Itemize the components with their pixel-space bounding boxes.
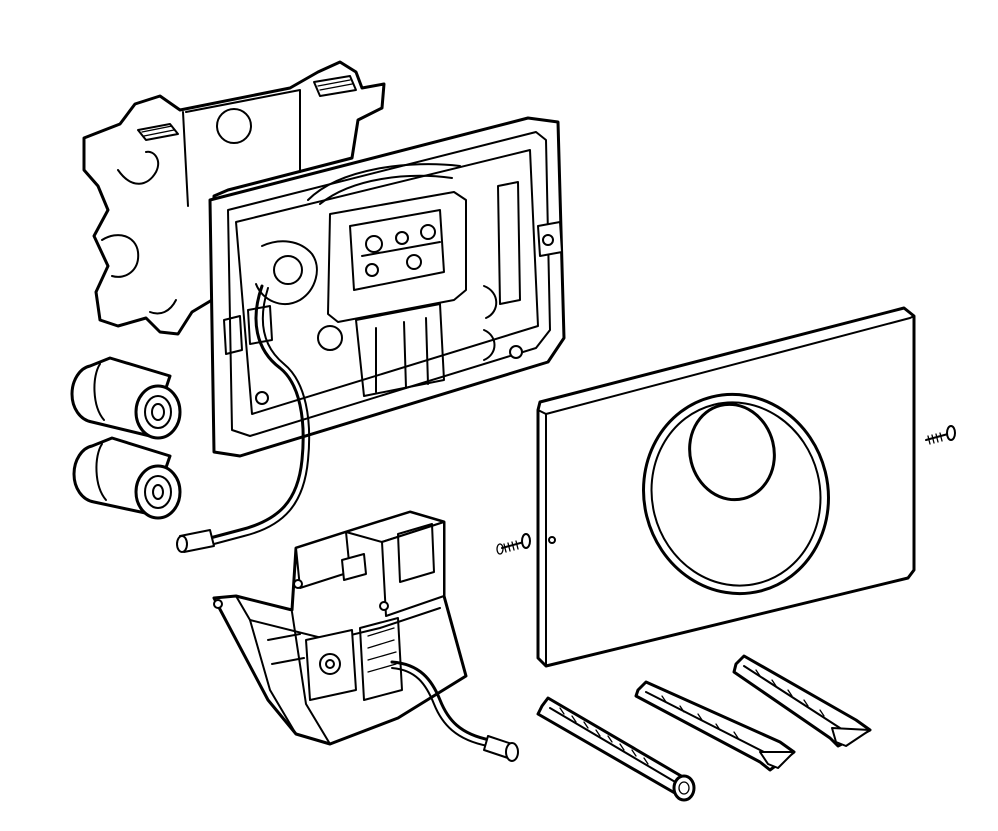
module-cable	[390, 660, 519, 762]
spacer-bolts	[536, 654, 872, 802]
mounting-frame	[208, 116, 566, 458]
battery-connector-cable	[176, 284, 311, 553]
mounting-bracket	[82, 60, 386, 336]
battery-cells	[70, 356, 182, 520]
electronics-module	[212, 510, 468, 746]
fixing-screws	[496, 425, 956, 555]
cover-plate	[536, 306, 916, 668]
